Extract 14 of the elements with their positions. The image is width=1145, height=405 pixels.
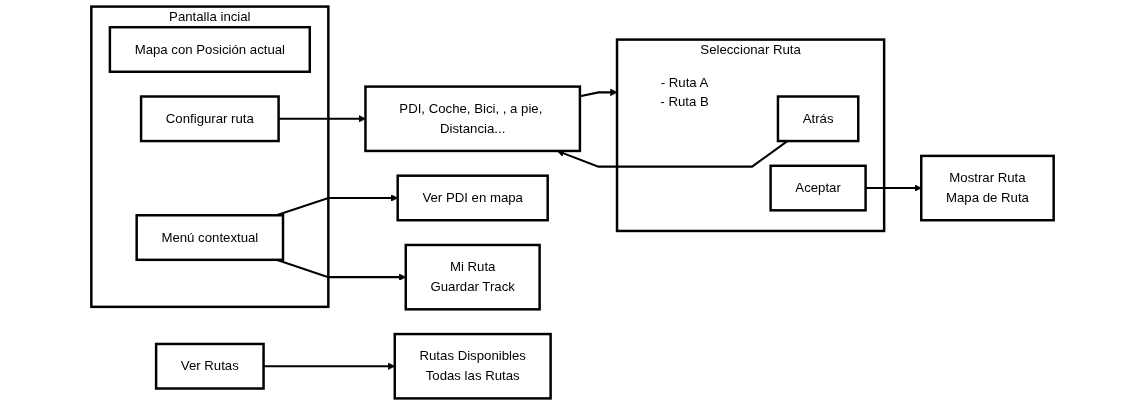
node-box: Ver PDI en mapa: [396, 174, 549, 222]
node-box: Ver Rutas: [154, 342, 265, 390]
node-box: Menú contextual: [135, 214, 285, 262]
node-box: Mostrar Ruta Mapa de Ruta: [920, 154, 1055, 222]
arrow: [278, 115, 366, 123]
node-box: Mi Ruta Guardar Track: [404, 243, 541, 311]
arrow: [579, 88, 618, 98]
node-box: Mapa con Posición actual: [108, 26, 311, 73]
node-box: Configurar ruta: [139, 95, 280, 143]
node-box: PDI, Coche, Bici, , a pie, Distancia...: [364, 85, 582, 153]
node-box: Rutas Disponibles Todas las Rutas: [393, 332, 552, 400]
node-box: Aceptar: [769, 164, 867, 212]
arrow: [865, 184, 922, 192]
node-box: Atrás: [776, 95, 860, 143]
